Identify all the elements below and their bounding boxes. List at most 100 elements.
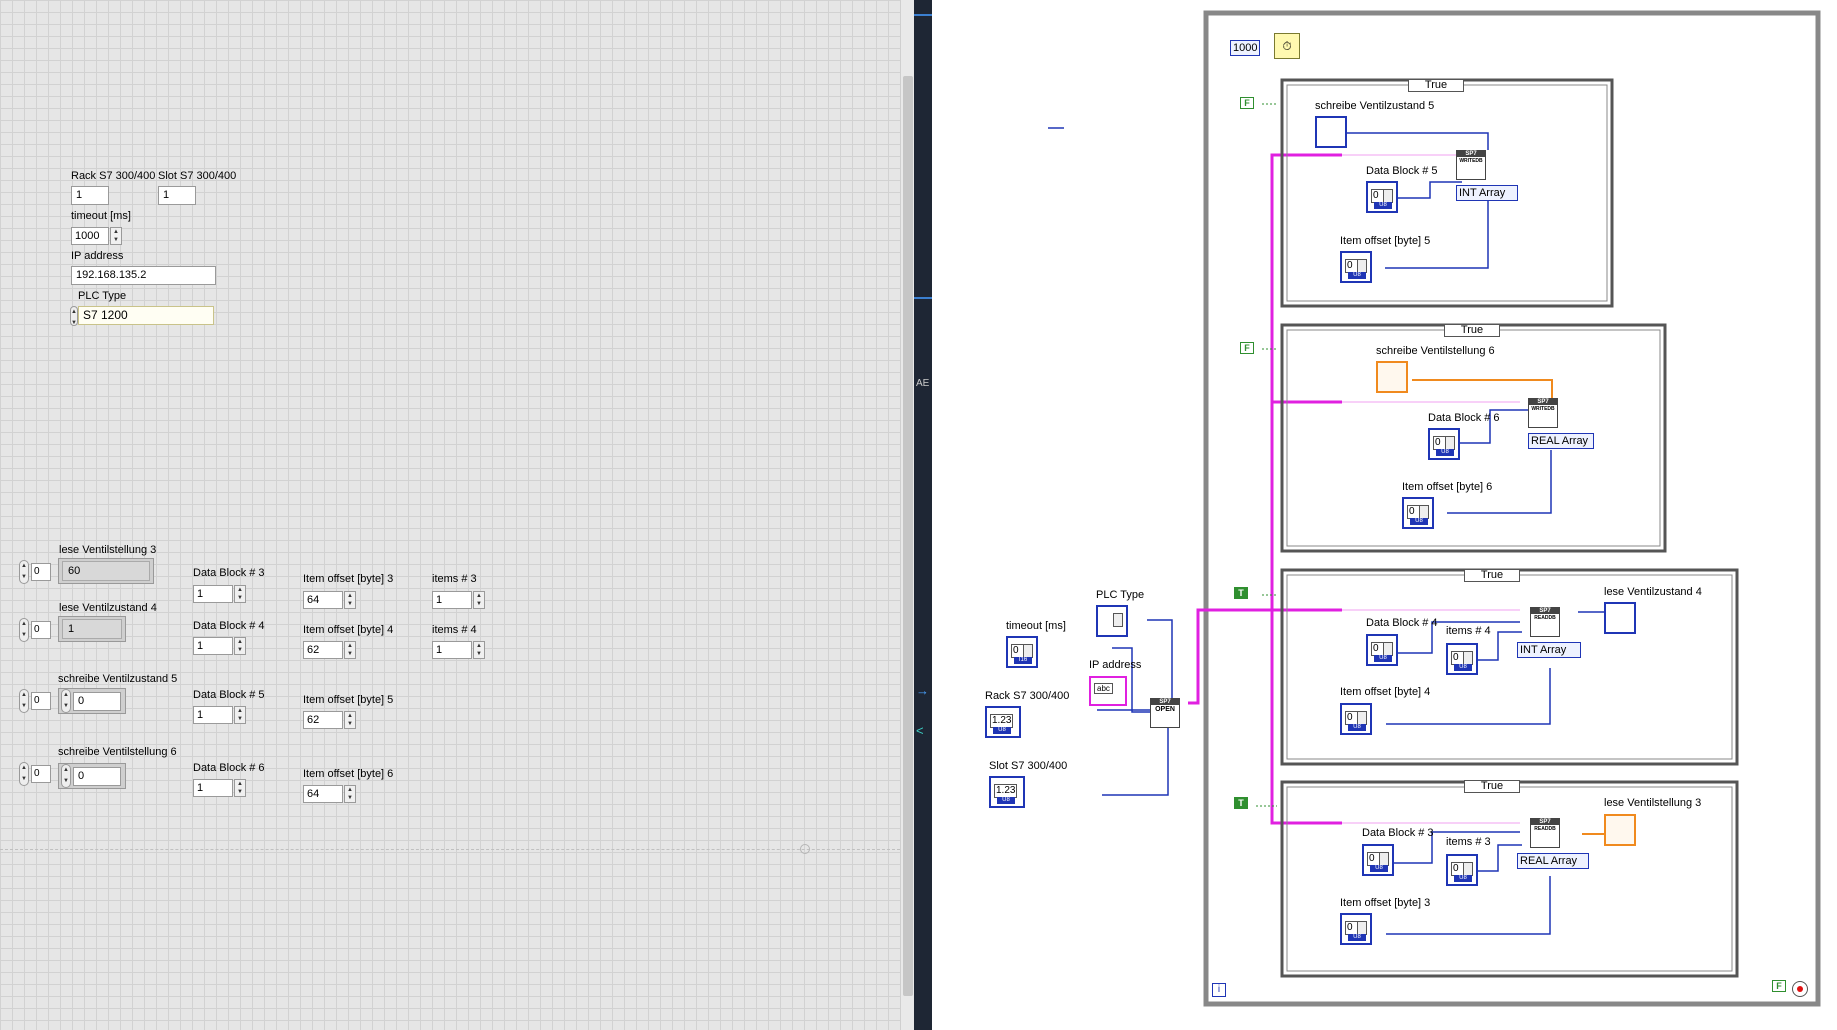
db6-label: Data Block # 6: [193, 762, 265, 774]
bd-ip-terminal[interactable]: abc: [1089, 676, 1127, 706]
schreibe6-index[interactable]: 0: [31, 765, 51, 783]
off4-spinner[interactable]: ▲▼: [344, 641, 356, 659]
case4-indicator[interactable]: [1604, 814, 1636, 846]
db4-input[interactable]: 1▲▼: [193, 637, 246, 655]
case2-node-header: SP7: [1529, 399, 1557, 405]
case2-indicator-label: schreibe Ventilstellung 6: [1376, 345, 1495, 357]
bd-rack-value: 1.23: [990, 714, 1013, 728]
off3-spinner[interactable]: ▲▼: [344, 591, 356, 609]
db6-input[interactable]: 1▲▼: [193, 779, 246, 797]
items4-spinner[interactable]: ▲▼: [473, 641, 485, 659]
case4-indicator-label: lese Ventilstellung 3: [1604, 797, 1702, 809]
loop-index-terminal[interactable]: i: [1212, 983, 1226, 997]
timeout-spinner[interactable]: ▲▼: [110, 227, 122, 245]
schreibe5-index[interactable]: 0: [31, 692, 51, 710]
schreibe5-control[interactable]: 0: [73, 692, 121, 711]
items4-input[interactable]: 1▲▼: [432, 641, 485, 659]
case1-selector[interactable]: True: [1408, 79, 1464, 92]
front-panel-scrollbar[interactable]: [900, 0, 915, 1030]
case3-bool-constant[interactable]: T: [1234, 587, 1248, 599]
wait-constant[interactable]: 1000: [1230, 40, 1260, 56]
off4-input[interactable]: 62▲▼: [303, 641, 356, 659]
while-loop-frame: [1203, 10, 1821, 1007]
off5-spinner[interactable]: ▲▼: [344, 711, 356, 729]
db6-spinner[interactable]: ▲▼: [234, 779, 246, 797]
timeout-input[interactable]: 1000 ▲▼: [71, 227, 122, 245]
plc-type-ring[interactable]: S7 1200: [78, 306, 214, 325]
off6-input[interactable]: 64▲▼: [303, 785, 356, 803]
case4-bool-constant[interactable]: T: [1234, 797, 1248, 809]
schreibe6-control[interactable]: 0: [73, 767, 121, 786]
case4-type-ring[interactable]: REAL Array: [1517, 853, 1589, 869]
off5-label: Item offset [byte] 5: [303, 694, 394, 706]
lese4-index[interactable]: 0: [31, 621, 51, 639]
case2-bool-constant[interactable]: F: [1240, 342, 1254, 354]
plc-type-arrow[interactable]: ▲▼: [70, 306, 78, 326]
panel-origin-marker: [800, 844, 810, 854]
case3-indicator[interactable]: [1604, 602, 1636, 634]
scrollbar-thumb[interactable]: [903, 76, 913, 996]
items3-input[interactable]: 1▲▼: [432, 591, 485, 609]
off6-spinner[interactable]: ▲▼: [344, 785, 356, 803]
case3-type-ring[interactable]: INT Array: [1517, 642, 1581, 658]
db3-spinner[interactable]: ▲▼: [234, 585, 246, 603]
items3-spinner[interactable]: ▲▼: [473, 591, 485, 609]
schreibe6-label: schreibe Ventilstellung 6: [58, 746, 177, 758]
sp7-open-node[interactable]: SP7 OPEN: [1150, 698, 1180, 728]
case3-db-label: Data Block # 4: [1366, 617, 1438, 629]
db4-spinner[interactable]: ▲▼: [234, 637, 246, 655]
case4-offset-label: Item offset [byte] 3: [1340, 897, 1431, 909]
off3-input[interactable]: 64▲▼: [303, 591, 356, 609]
case2-indicator[interactable]: [1376, 361, 1408, 393]
rack-input[interactable]: 1: [71, 186, 109, 205]
case1-indicator[interactable]: [1315, 116, 1347, 148]
slot-input[interactable]: 1: [158, 186, 196, 205]
ip-input[interactable]: 192.168.135.2: [71, 266, 216, 285]
stop-condition-icon[interactable]: [1792, 981, 1808, 997]
schreibe5-element-spinner[interactable]: ▲▼: [61, 689, 71, 713]
case2-selector[interactable]: True: [1444, 324, 1500, 337]
db5-spinner[interactable]: ▲▼: [234, 706, 246, 724]
schreibe6-element-spinner[interactable]: ▲▼: [61, 764, 71, 788]
stop-bool-constant[interactable]: F: [1772, 980, 1786, 992]
wait-timer-icon[interactable]: ⏱: [1274, 33, 1300, 59]
lese3-index[interactable]: 0: [31, 563, 51, 581]
lese4-index-spinner[interactable]: ▲▼: [19, 618, 29, 642]
db3-input[interactable]: 1▲▼: [193, 585, 246, 603]
bd-ip-value: abc: [1094, 683, 1113, 694]
case1-type-ring[interactable]: INT Array: [1456, 185, 1518, 201]
case3-db-type: U8: [1374, 655, 1392, 662]
lese3-index-spinner[interactable]: ▲▼: [19, 560, 29, 584]
bd-timeout-type: I16: [1014, 657, 1032, 664]
case1-bool-constant[interactable]: F: [1240, 97, 1254, 109]
schreibe5-index-spinner[interactable]: ▲▼: [19, 689, 29, 713]
bd-plc-terminal[interactable]: [1096, 605, 1128, 637]
case2-type-ring[interactable]: REAL Array: [1528, 433, 1594, 449]
bd-slot-type: U8: [997, 797, 1015, 804]
case4-selector[interactable]: True: [1464, 780, 1520, 793]
schreibe6-index-spinner[interactable]: ▲▼: [19, 762, 29, 786]
case3-selector[interactable]: True: [1464, 569, 1520, 582]
db5-input[interactable]: 1▲▼: [193, 706, 246, 724]
front-panel: Rack S7 300/400 Slot S7 300/400 1 1 time…: [0, 0, 900, 1030]
timeout-value: 1000: [75, 230, 100, 242]
db3-label: Data Block # 3: [193, 567, 265, 579]
off5-input[interactable]: 62▲▼: [303, 711, 356, 729]
